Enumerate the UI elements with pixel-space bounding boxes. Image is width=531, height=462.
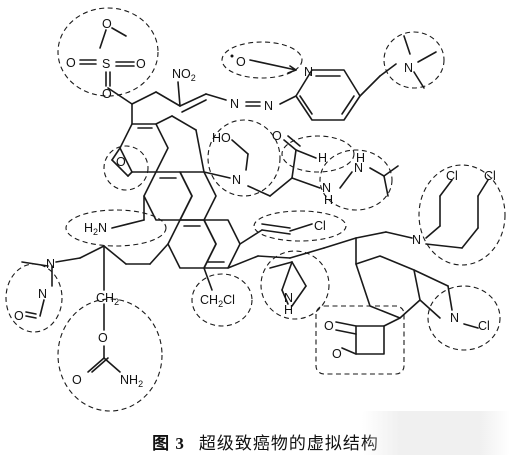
atom-no2: NO2 — [172, 67, 196, 83]
atom-n-aziridine: N — [284, 291, 293, 305]
region-sulfonate — [57, 7, 159, 97]
radical-dot — [230, 54, 234, 58]
atom-o-nitroso: O — [14, 309, 24, 323]
figure-title: 超级致癌物的虚拟结构 — [198, 434, 379, 454]
atom-s-sulfonyl: S — [102, 57, 110, 71]
region-nitroso-radical — [221, 41, 303, 79]
atom-n-pyridine: N — [304, 65, 313, 79]
region-hydrazine — [319, 149, 393, 211]
atom-o-carbamate: O — [98, 331, 108, 345]
atom-n-mustard: N — [412, 233, 421, 247]
atom-cl-mustard-1: Cl — [446, 169, 458, 183]
dashed-highlight-regions — [5, 7, 506, 412]
region-nitrogen-mustard — [418, 164, 506, 266]
watermark-blur — [362, 411, 510, 455]
atom-n-chloramine: N — [450, 311, 459, 325]
figure-number: 图 3 — [152, 434, 185, 453]
bond-skeleton — [21, 27, 489, 373]
atom-o-carbamate-dbl: O — [72, 373, 82, 387]
atom-cl-chloramine: Cl — [478, 319, 490, 333]
region-chloromethyl — [191, 273, 253, 327]
region-hydroxy-amine — [207, 119, 281, 197]
atom-h2n: H2N — [84, 221, 107, 237]
atom-labels: O O S O O NO2 O N N N N HO N O H O N H N… — [14, 17, 496, 389]
atom-cl-vinyl: Cl — [314, 219, 326, 233]
atom-cl-mustard-2: Cl — [484, 169, 496, 183]
atom-n-dimethylamine: N — [404, 61, 413, 75]
region-epoxide — [103, 145, 149, 191]
atom-ch2: CH2 — [96, 291, 119, 307]
atom-n-amine-core: N — [232, 173, 241, 187]
atom-n-azo-1: N — [230, 97, 239, 111]
atom-ho: HO — [212, 131, 231, 145]
atom-o-aldehyde: O — [272, 129, 282, 143]
region-carbamate — [57, 298, 163, 412]
region-aziridine — [260, 250, 330, 320]
atom-n-nitroso: N — [38, 287, 47, 301]
region-vinyl-chloride — [253, 210, 347, 242]
atom-ch2cl: CH2Cl — [200, 293, 235, 309]
atom-n-azo-2: N — [264, 99, 273, 113]
atom-h-aldehyde: H — [318, 151, 327, 165]
atom-o-sulfonyl-bottom: O — [102, 87, 112, 101]
atom-o-lactone-dbl: O — [324, 319, 334, 333]
atom-h-hydrazine-1: H — [324, 193, 333, 207]
atom-n-nitrosamine: N — [46, 257, 55, 271]
atom-o-sulfonate-left: O — [66, 56, 76, 70]
atom-o-sulfonyl-right: O — [136, 57, 146, 71]
atom-nh2: NH2 — [120, 373, 143, 389]
atom-o-lactone: O — [332, 347, 342, 361]
region-dimethylamino — [383, 31, 445, 89]
atom-n-hydrazine-2: N — [354, 161, 363, 175]
region-chloramine — [427, 285, 501, 351]
atom-n-hydrazine-1: N — [322, 181, 331, 195]
region-aldehyde — [281, 135, 355, 173]
region-amine — [65, 209, 167, 247]
atom-h-hydrazine-2: H — [356, 151, 365, 165]
region-beta-lactone — [315, 305, 405, 375]
atom-o-epoxide: O — [116, 155, 126, 169]
figure-caption: 图 3 超级致癌物的虚拟结构 — [0, 429, 531, 454]
atom-o-radical: O — [236, 55, 246, 69]
atom-o-sulfonate-top: O — [102, 17, 112, 31]
atom-h-aziridine: H — [284, 303, 293, 317]
